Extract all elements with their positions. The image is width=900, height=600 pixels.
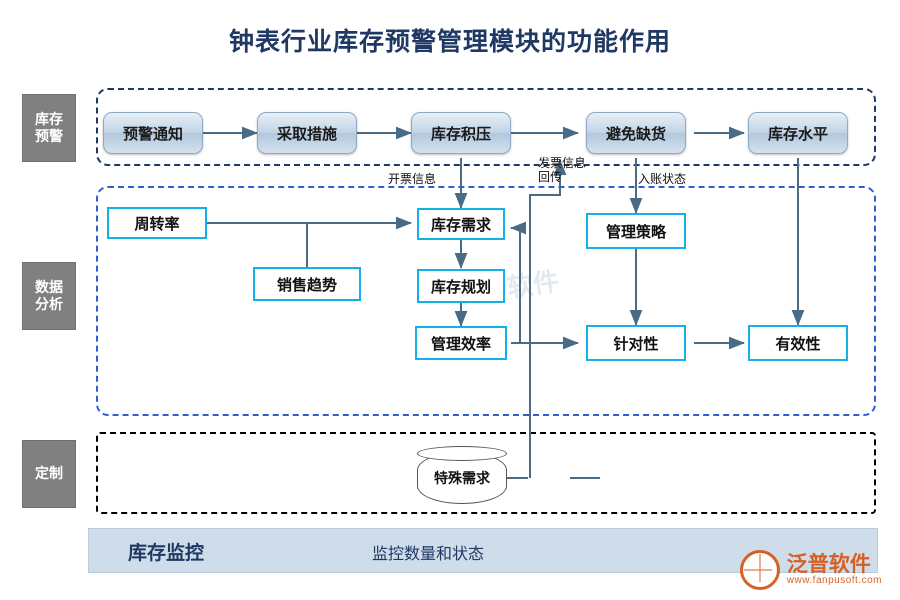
stage-text: 定制 (35, 465, 63, 482)
node-alert-notice[interactable]: 预警通知 (103, 112, 203, 154)
node-manage-efficiency[interactable]: 管理效率 (415, 326, 507, 360)
edge-label-invoice-return: 发票信息回传 (538, 156, 587, 184)
stage-text: 数据分析 (35, 278, 63, 313)
node-take-measures[interactable]: 采取措施 (257, 112, 357, 154)
node-label: 采取措施 (276, 125, 337, 143)
node-label: 库存规划 (430, 278, 491, 296)
page-title: 钟表行业库存预警管理模块的功能作用 (228, 28, 671, 56)
node-label: 避免缺货 (605, 125, 666, 143)
node-label: 管理效率 (430, 335, 491, 353)
edge-label-booking-status: 入账状态 (638, 172, 687, 186)
node-label: 特殊需求 (434, 470, 490, 486)
brand-name: 泛普软件 (786, 552, 871, 576)
node-manage-strategy[interactable]: 管理策略 (586, 213, 686, 249)
node-label: 销售趋势 (276, 276, 337, 294)
node-label: 预警通知 (122, 125, 183, 143)
stage-label-data-analysis: 数据分析 (22, 262, 76, 330)
footer-title: 库存监控 (128, 543, 205, 564)
node-label: 库存水平 (767, 125, 828, 143)
node-effectiveness[interactable]: 有效性 (748, 325, 848, 361)
stage-label-customization: 定制 (22, 440, 76, 508)
stage-text: 库存预警 (35, 110, 63, 145)
node-avoid-shortage[interactable]: 避免缺货 (586, 112, 686, 154)
footer-subtitle: 监控数量和状态 (372, 546, 485, 563)
node-targeted[interactable]: 针对性 (586, 325, 686, 361)
region-customization (96, 432, 876, 514)
cylinder-top-ellipse (417, 446, 507, 461)
node-label: 管理策略 (605, 223, 666, 241)
node-label: 库存积压 (430, 125, 491, 143)
region-inventory-warning (96, 88, 876, 166)
node-turnover-rate[interactable]: 周转率 (107, 207, 207, 239)
edge-label-invoice-issue: 开票信息 (388, 172, 437, 186)
node-label: 周转率 (134, 215, 180, 233)
node-label: 针对性 (613, 335, 659, 353)
brand-text: 泛普软件 www.fanpusoft.com (786, 552, 882, 587)
brand-watermark: 泛普软件 www.fanpusoft.com (739, 550, 882, 590)
node-stock-level[interactable]: 库存水平 (748, 112, 848, 154)
node-label: 库存需求 (430, 216, 491, 234)
globe-icon (739, 550, 780, 590)
brand-url: www.fanpusoft.com (786, 574, 882, 586)
stage-label-inventory-warning: 库存预警 (22, 94, 76, 162)
region-data-analysis (96, 186, 876, 416)
node-stock-demand[interactable]: 库存需求 (417, 208, 505, 240)
node-sales-trend[interactable]: 销售趋势 (253, 267, 361, 301)
node-stock-plan[interactable]: 库存规划 (417, 269, 505, 303)
node-stock-backlog[interactable]: 库存积压 (411, 112, 511, 154)
node-label: 有效性 (775, 335, 821, 353)
